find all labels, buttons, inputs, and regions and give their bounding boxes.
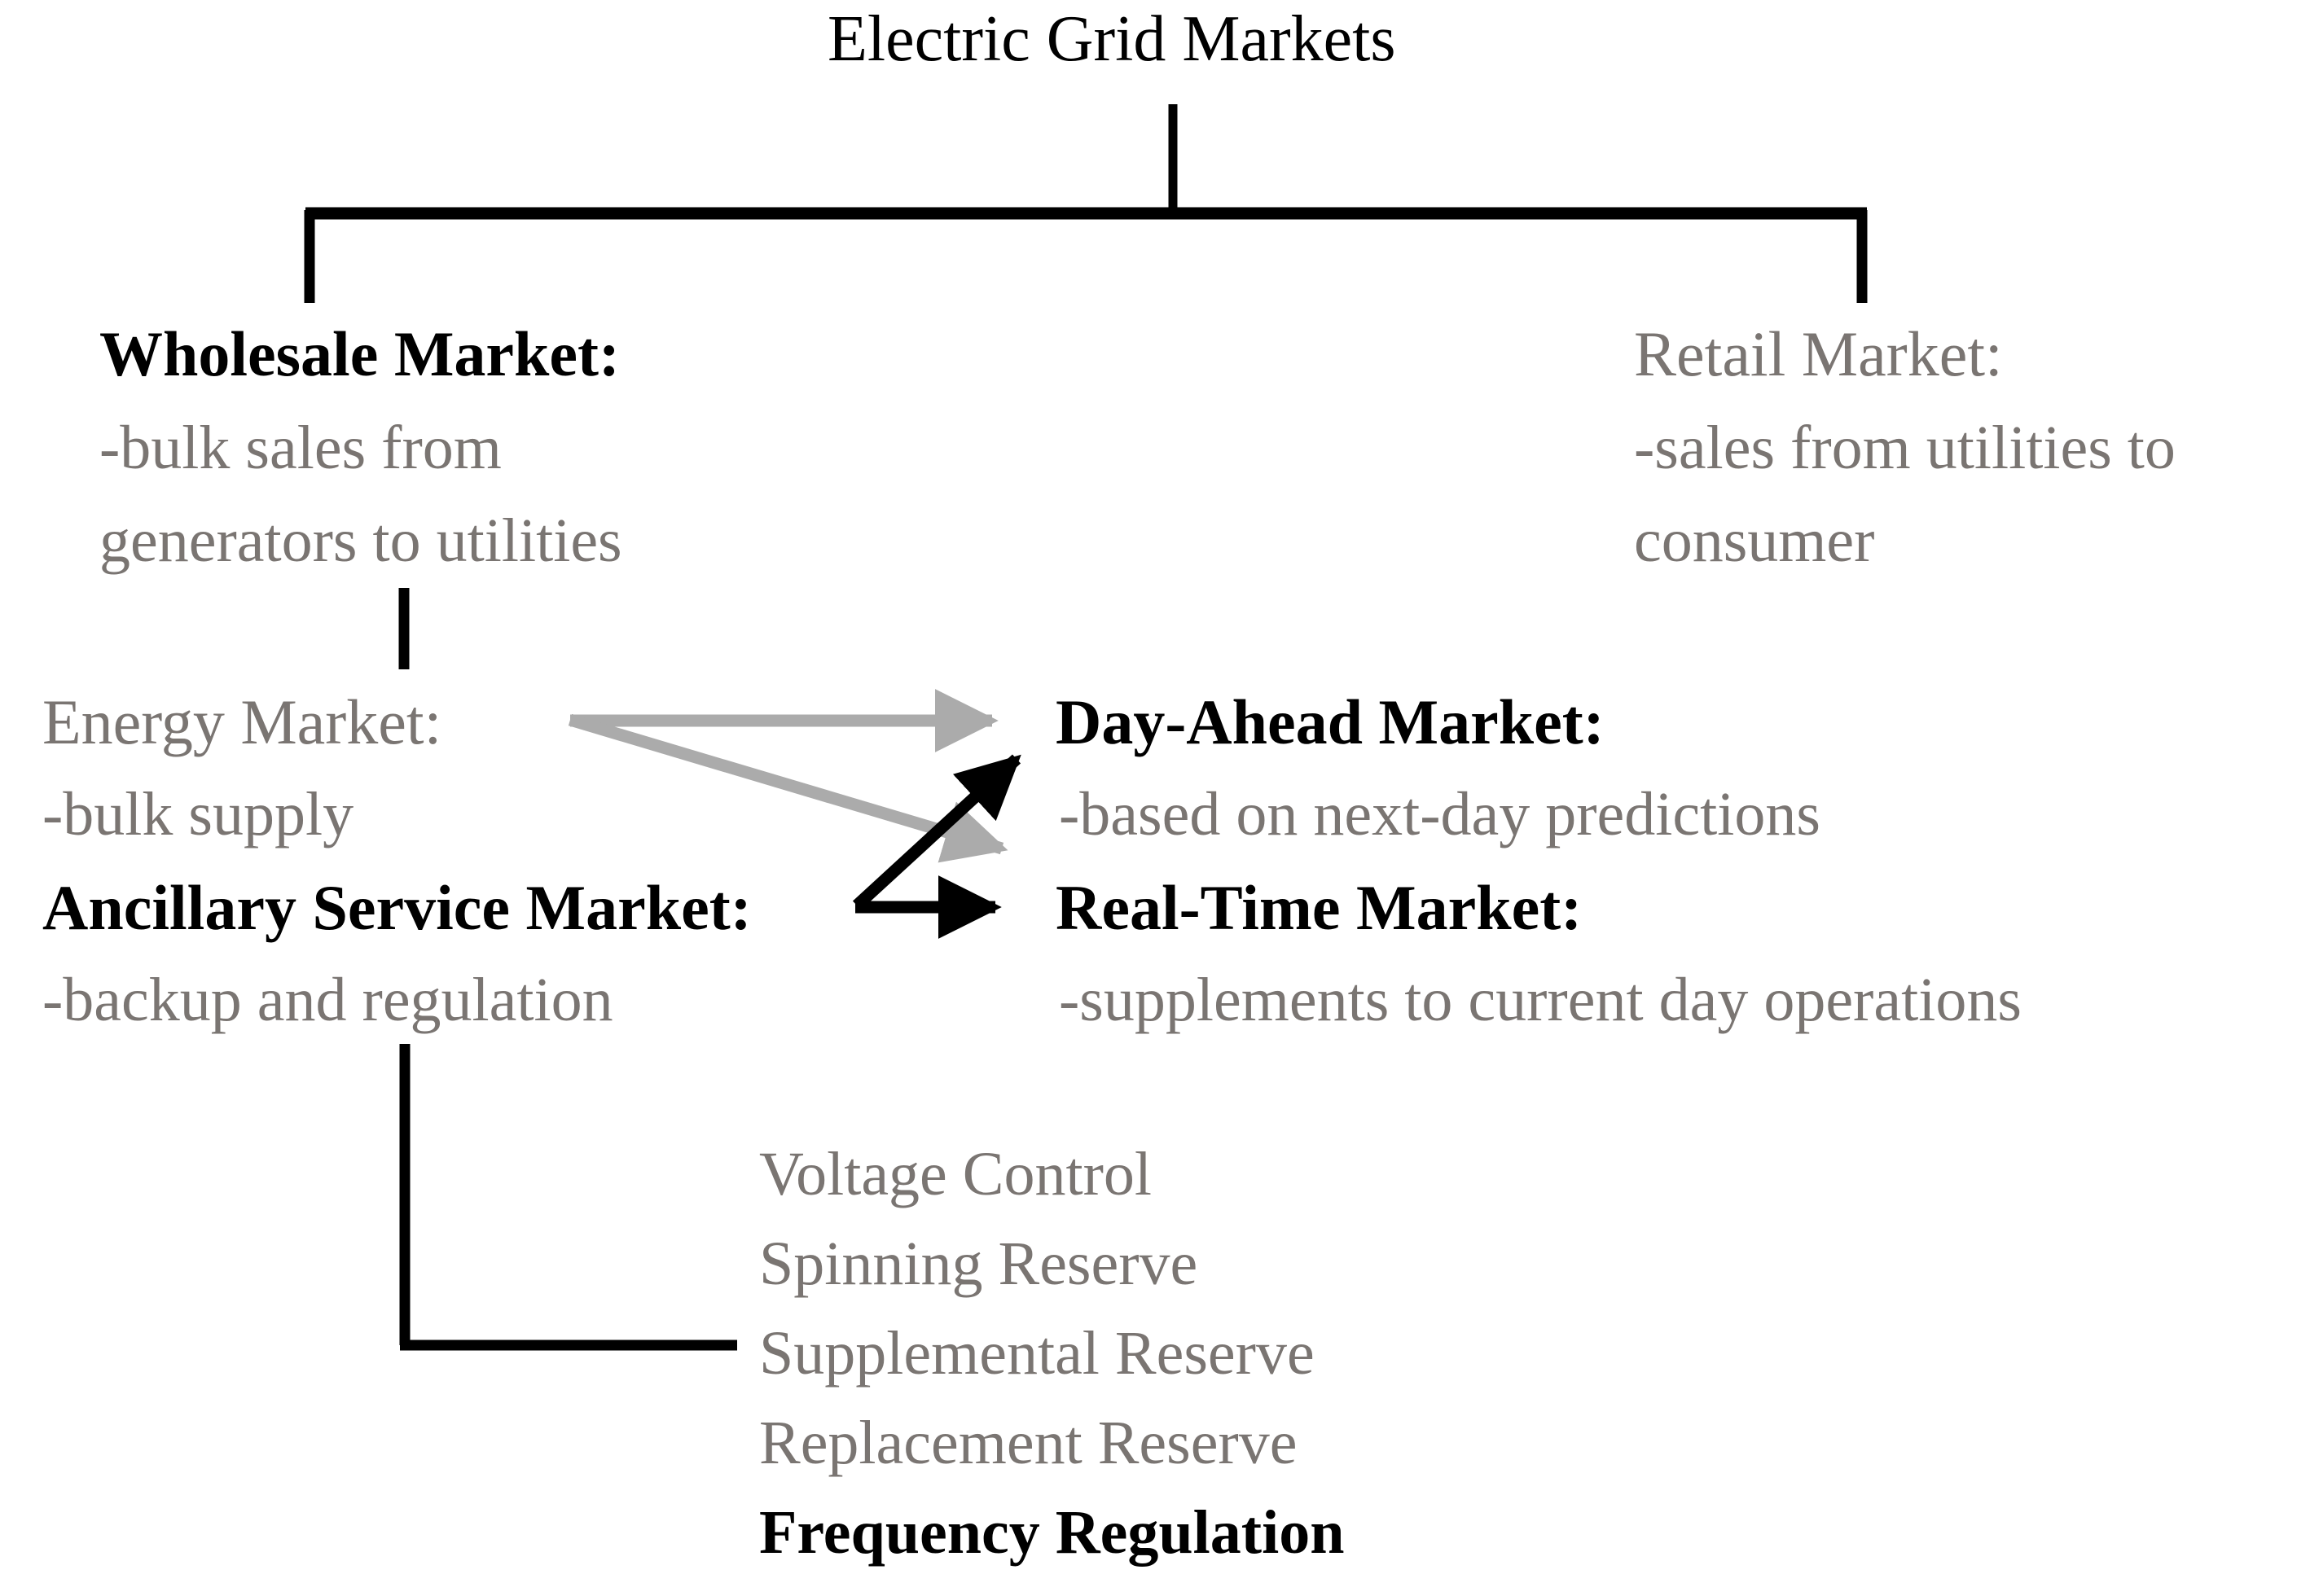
node-ancillary-heading: Ancillary Service Market:	[42, 872, 752, 943]
arrow-energy-to-real-time	[568, 713, 1008, 863]
node-retail-heading: Retail Market:	[1634, 318, 2003, 389]
arrow-ancillary-to-day-ahead	[852, 754, 1021, 910]
node-wholesale-line1: -bulk sales from	[99, 414, 502, 482]
node-retail-line1: -sales from utilities to	[1634, 414, 2176, 482]
node-day-ahead-heading: Day-Ahead Market:	[1056, 686, 1605, 757]
list-item-replacement-reserve: Replacement Reserve	[759, 1409, 1298, 1477]
node-energy-line1: -bulk supply	[42, 780, 354, 848]
node-real-time-heading: Real-Time Market:	[1056, 872, 1583, 943]
list-item-frequency-regulation: Frequency Regulation	[759, 1498, 1345, 1567]
node-wholesale-line2: generators to utilities	[99, 506, 622, 575]
node-wholesale-heading: Wholesale Market:	[99, 318, 621, 389]
node-energy-heading: Energy Market:	[42, 686, 442, 757]
page-title: Electric Grid Markets	[828, 3, 1396, 75]
list-item-voltage-control: Voltage Control	[759, 1140, 1153, 1208]
node-retail-line2: consumer	[1634, 506, 1875, 575]
node-ancillary-line1: -backup and regulation	[42, 966, 613, 1034]
list-item-supplemental-reserve: Supplemental Reserve	[759, 1319, 1315, 1388]
node-day-ahead-line1: -based on next-day predictions	[1059, 780, 1820, 848]
list-item-spinning-reserve: Spinning Reserve	[759, 1230, 1198, 1298]
node-real-time-line1: -supplements to current day operations	[1059, 966, 2022, 1034]
